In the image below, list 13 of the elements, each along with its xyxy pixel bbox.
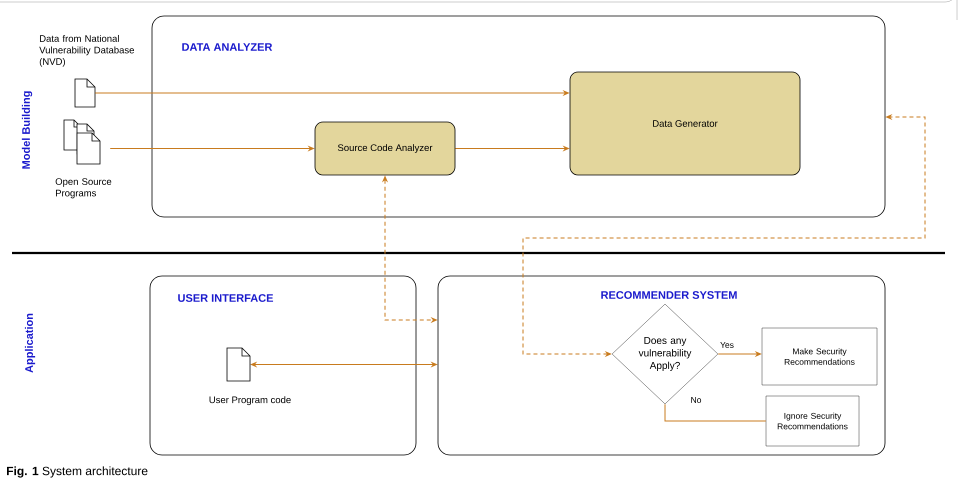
node-label: Data from National Vulnerability Database (NVD) <box>39 34 134 67</box>
edge-label: No <box>690 396 702 404</box>
process-box: Ignore Security Recommendations <box>766 396 860 446</box>
connector-line <box>664 404 766 422</box>
section-label: Model Building <box>22 91 32 169</box>
node-label: Open Source Programs <box>56 178 112 198</box>
edge-label: Yes <box>719 341 735 349</box>
section-label: Application <box>24 314 36 373</box>
process-box: Source Code Analyzer <box>314 122 456 176</box>
node-label: User Program code <box>210 396 291 406</box>
process-box: Make Security Recommendations <box>762 328 878 386</box>
process-box: Data Generator <box>570 72 800 176</box>
caption: Fig. 1 System architecture <box>7 466 148 478</box>
